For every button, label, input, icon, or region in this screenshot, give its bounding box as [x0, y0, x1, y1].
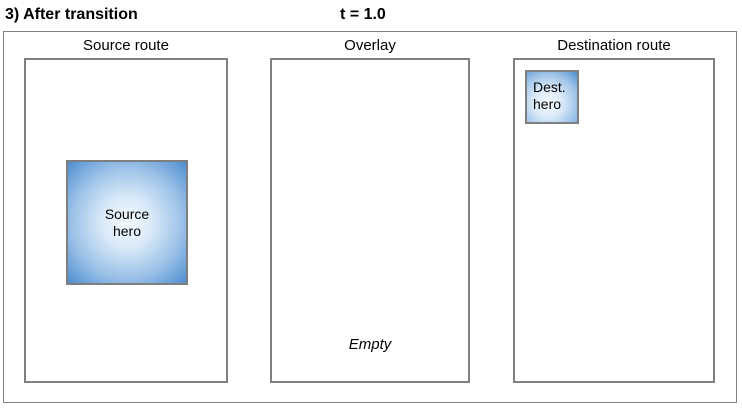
source-route-panel: Source hero [24, 58, 228, 383]
overlay-label: Overlay [344, 37, 396, 54]
source-hero-text: Source hero [105, 206, 149, 240]
destination-route-panel: Dest. hero [513, 58, 715, 383]
dest-hero-line1: Dest. [533, 79, 566, 95]
dest-hero-box: Dest. hero [525, 70, 579, 124]
destination-route-label: Destination route [557, 37, 671, 54]
source-hero-line2: hero [112, 222, 141, 239]
transition-time-value: t = 1.0 [340, 6, 386, 23]
source-route-label: Source route [83, 37, 169, 54]
diagram-step-title: 3) After transition [5, 6, 138, 23]
source-hero-line1: Source [104, 205, 150, 222]
overlay-panel: Empty [270, 58, 470, 383]
dest-hero-line2: hero [533, 96, 562, 112]
source-hero-box: Source hero [66, 160, 188, 285]
overlay-empty-text: Empty [348, 336, 392, 353]
